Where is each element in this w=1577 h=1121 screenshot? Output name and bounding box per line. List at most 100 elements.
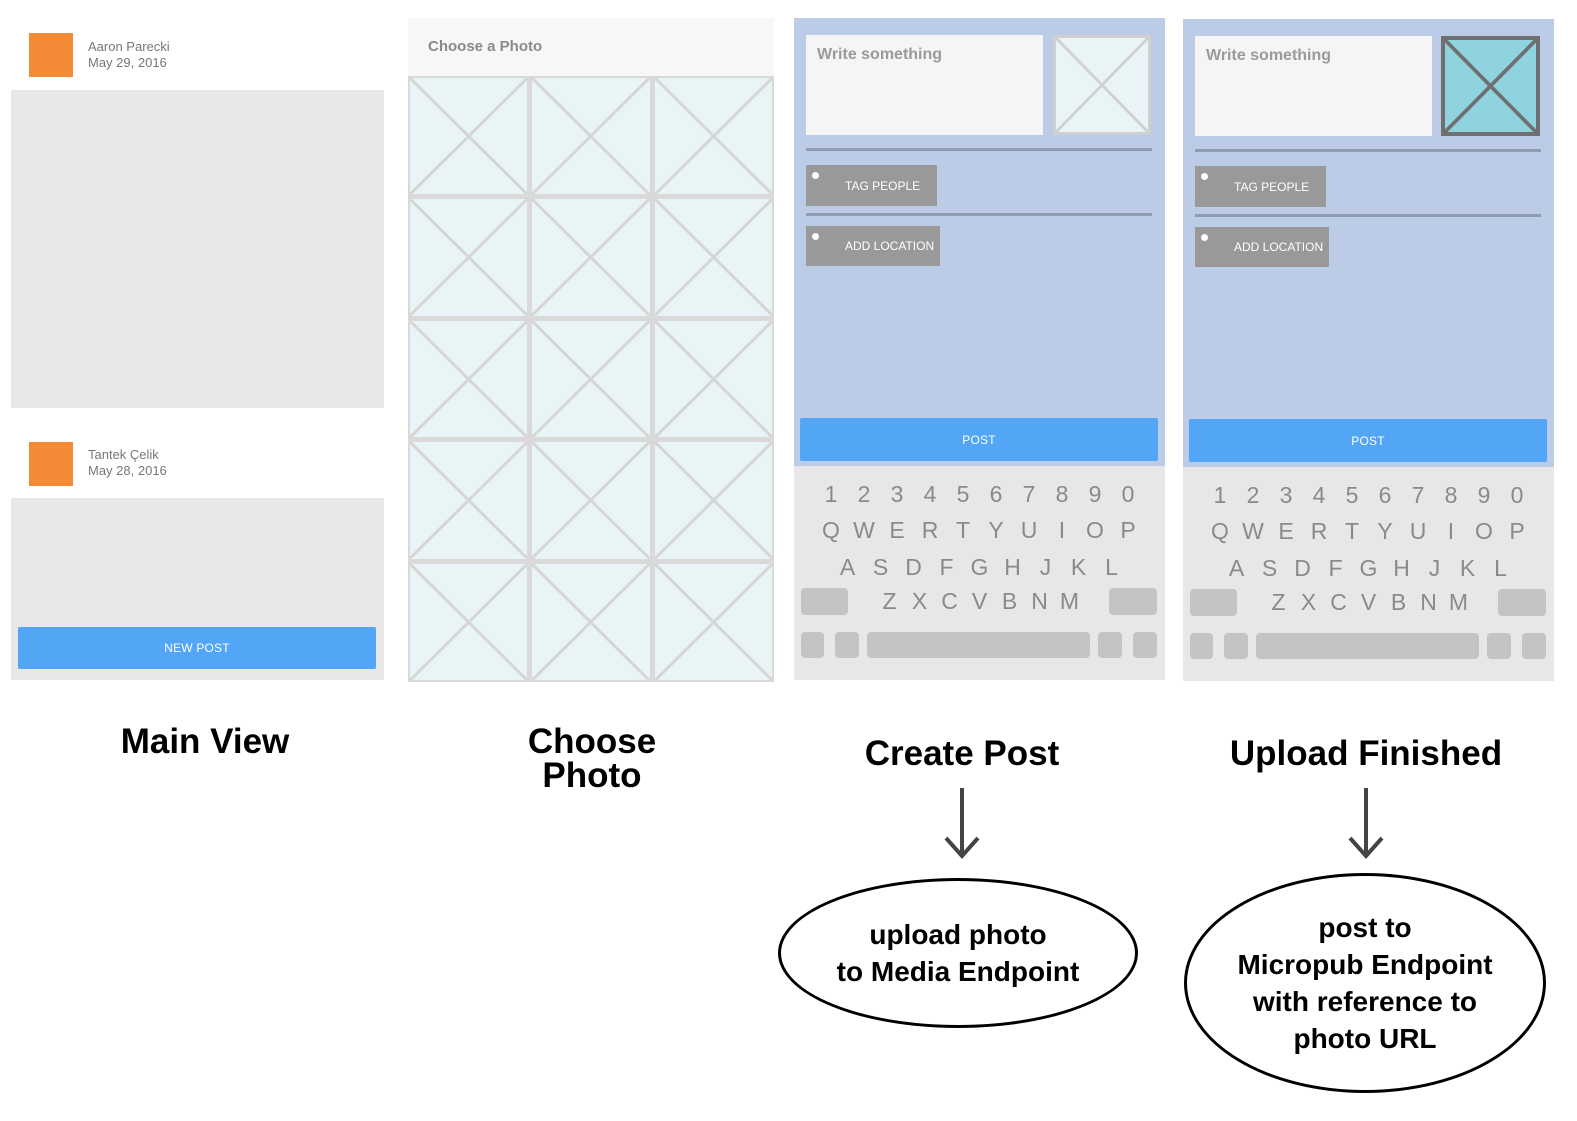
tag-people-button[interactable]: TAG PEOPLE [806,165,937,206]
key-f[interactable]: F [939,554,954,580]
key-v[interactable]: V [1360,589,1377,615]
key-k[interactable]: K [1459,555,1476,581]
key-8[interactable]: 8 [1444,482,1458,508]
key-q[interactable]: Q [822,517,840,543]
photo-thumbnail[interactable] [532,442,650,559]
photo-thumbnail[interactable] [410,199,528,316]
key-9[interactable]: 9 [1477,482,1491,508]
key-w[interactable]: W [853,517,875,543]
photo-thumbnail[interactable] [410,563,528,680]
return-key[interactable] [1522,633,1546,659]
key-9[interactable]: 9 [1088,481,1102,507]
key-l[interactable]: L [1494,555,1507,581]
photo-thumbnail[interactable] [654,563,772,680]
key-1[interactable]: 1 [1213,482,1227,508]
key-u[interactable]: U [1020,517,1038,543]
key-q[interactable]: Q [1211,518,1229,544]
key-1[interactable]: 1 [824,481,838,507]
key-z[interactable]: Z [882,588,897,614]
photo-thumbnail[interactable] [410,442,528,559]
photo-thumbnail[interactable] [532,563,650,680]
key-8[interactable]: 8 [1055,481,1069,507]
key-g[interactable]: G [1359,555,1378,581]
emoji-key[interactable] [835,632,859,658]
emoji-key[interactable] [1224,633,1248,659]
key-m[interactable]: M [1059,588,1080,614]
shift-key[interactable] [1190,589,1237,616]
period-key[interactable] [1098,632,1122,658]
photo-thumbnail[interactable] [410,78,528,195]
key-m[interactable]: M [1448,589,1469,615]
key-a[interactable]: A [1228,555,1245,581]
key-z[interactable]: Z [1271,589,1286,615]
key-2[interactable]: 2 [1246,482,1260,508]
photo-thumbnail[interactable] [410,320,528,438]
key-i[interactable]: I [1058,517,1066,543]
mode-key[interactable] [801,632,824,658]
key-7[interactable]: 7 [1022,481,1036,507]
key-t[interactable]: T [955,517,971,543]
add-location-button[interactable]: ADD LOCATION [1195,227,1329,267]
key-o[interactable]: O [1475,518,1493,544]
key-0[interactable]: 0 [1510,482,1524,508]
key-r[interactable]: R [1310,518,1328,544]
key-r[interactable]: R [921,517,939,543]
key-5[interactable]: 5 [956,481,970,507]
return-key[interactable] [1133,632,1157,658]
key-x[interactable]: X [1300,589,1317,615]
key-c[interactable]: C [941,588,958,614]
key-3[interactable]: 3 [890,481,904,507]
key-e[interactable]: E [889,517,905,543]
key-n[interactable]: N [1420,589,1437,615]
key-o[interactable]: O [1086,517,1104,543]
key-2[interactable]: 2 [857,481,871,507]
photo-thumbnail[interactable] [654,320,772,438]
write-something-input[interactable]: Write something [1195,36,1432,136]
post-button[interactable]: POST [1189,419,1547,462]
key-t[interactable]: T [1344,518,1360,544]
key-3[interactable]: 3 [1279,482,1293,508]
write-something-input[interactable]: Write something [806,35,1043,135]
key-g[interactable]: G [970,554,989,580]
key-v[interactable]: V [971,588,988,614]
new-post-button[interactable]: NEW POST [18,627,376,669]
key-h[interactable]: H [1004,554,1021,580]
key-e[interactable]: E [1278,518,1294,544]
key-4[interactable]: 4 [923,481,937,507]
key-b[interactable]: B [1001,588,1018,614]
key-a[interactable]: A [839,554,856,580]
key-u[interactable]: U [1409,518,1427,544]
key-7[interactable]: 7 [1411,482,1425,508]
key-w[interactable]: W [1242,518,1264,544]
key-s[interactable]: S [872,554,889,580]
key-i[interactable]: I [1447,518,1455,544]
shift-key[interactable] [801,588,848,615]
period-key[interactable] [1487,633,1511,659]
key-j[interactable]: J [1039,554,1052,580]
key-6[interactable]: 6 [1378,482,1392,508]
key-b[interactable]: B [1390,589,1407,615]
tag-people-button[interactable]: TAG PEOPLE [1195,166,1326,207]
key-y[interactable]: Y [988,517,1004,543]
photo-thumbnail[interactable] [532,320,650,438]
key-x[interactable]: X [911,588,928,614]
space-key[interactable] [867,632,1090,658]
key-k[interactable]: K [1070,554,1087,580]
key-j[interactable]: J [1428,555,1441,581]
space-key[interactable] [1256,633,1479,659]
key-s[interactable]: S [1261,555,1278,581]
photo-thumbnail[interactable] [532,78,650,195]
photo-thumbnail[interactable] [654,199,772,316]
key-c[interactable]: C [1330,589,1347,615]
add-location-button[interactable]: ADD LOCATION [806,226,940,266]
key-f[interactable]: F [1328,555,1343,581]
post-button[interactable]: POST [800,418,1158,461]
backspace-key[interactable] [1109,588,1157,615]
key-p[interactable]: P [1120,517,1136,543]
key-p[interactable]: P [1509,518,1525,544]
key-n[interactable]: N [1031,588,1048,614]
photo-thumbnail[interactable] [654,78,772,195]
key-y[interactable]: Y [1377,518,1393,544]
key-d[interactable]: D [1294,555,1311,581]
key-5[interactable]: 5 [1345,482,1359,508]
